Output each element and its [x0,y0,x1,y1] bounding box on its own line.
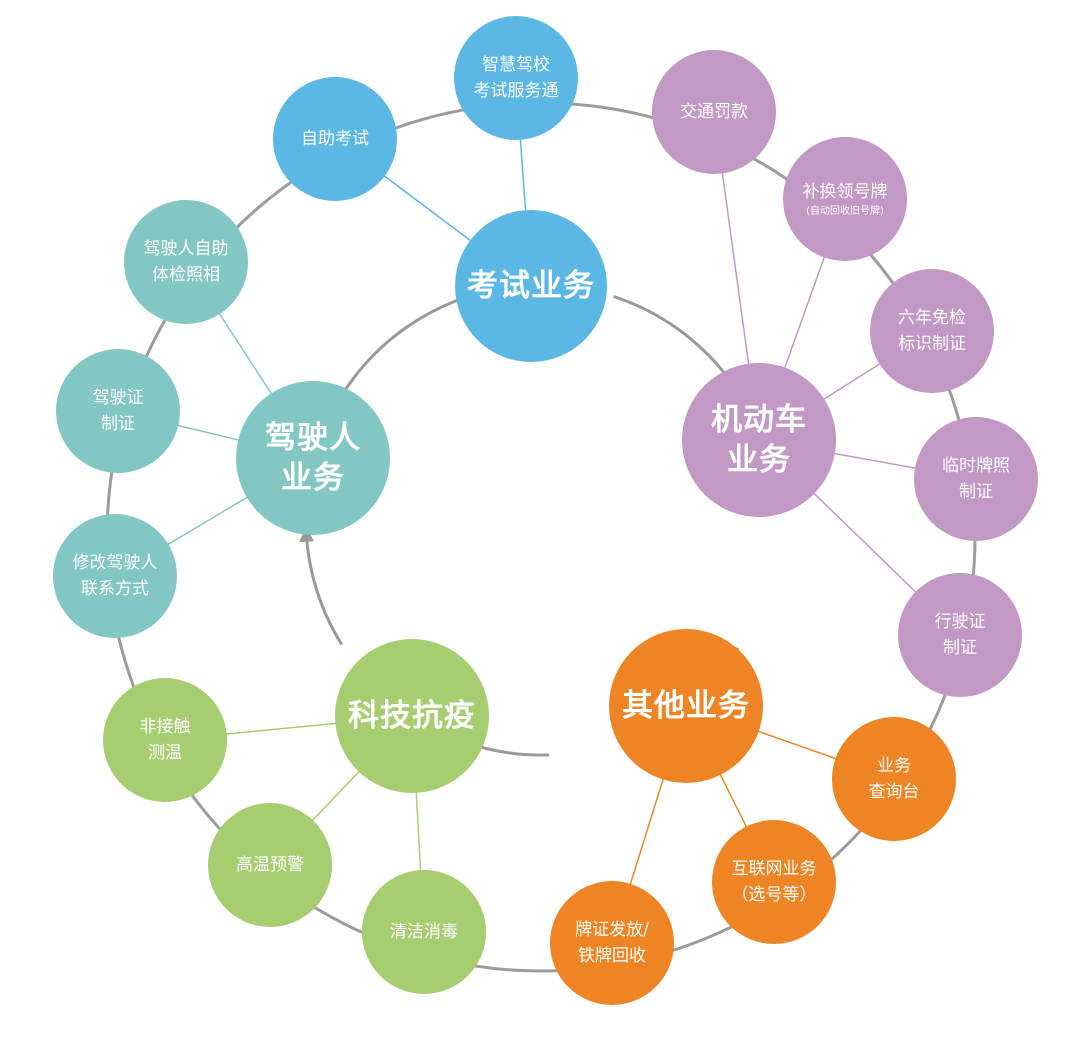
leaf-modify-driver-contact: 修改驾驶人 联系方式 [53,514,177,638]
leaf-self-service-photo: 驾驶人自助 体检照相 [124,200,248,324]
leaf-label: 行驶证 [934,612,986,632]
hub-driver-label-1: 驾驶人 [265,420,361,456]
hub-exam-business: 考试业务 [455,210,607,362]
leaf-label: 智慧驾校 [482,55,550,75]
leaf-label: 考试服务通 [473,81,559,101]
leaf-label: 交通罚款 [680,102,748,122]
leaf-vehicle-license: 行驶证 制证 [898,573,1022,697]
hub-other-label-1: 其他业务 [622,688,750,724]
leaf-label: 业务 [877,756,911,776]
leaf-label: 牌证发放/ [575,920,649,940]
leaf-label: 非接触 [139,717,191,737]
leaf-label: 补换领号牌 [802,182,888,202]
leaf-internet-business: 互联网业务 （选号等） [712,820,836,944]
leaf-label: 制证 [959,482,993,502]
leaf-label: 铁牌回收 [578,946,646,966]
leaf-driver-license-making: 驾驶证 制证 [56,349,180,473]
leaf-label: 驾驶人自助 [143,239,229,259]
leaf-label: 标识制证 [898,334,966,354]
leaf-temporary-plate: 临时牌照 制证 [914,417,1038,541]
hub-exam-label-1: 考试业务 [467,268,595,304]
leaf-label: 修改驾驶人 [72,553,158,573]
leaf-label: 自助考试 [301,129,369,149]
leaf-label: 制证 [101,414,135,434]
leaf-label: 测温 [148,743,182,763]
hub-other-business: 其他业务 [609,629,763,783]
leaf-label: 联系方式 [81,579,149,599]
leaf-label: 互联网业务 [731,859,817,879]
hub-vehicle-label-2: 业务 [727,442,791,478]
leaf-self-exam: 自助考试 [273,77,397,201]
leaf-cleaning-disinfection: 清洁消毒 [362,870,486,994]
leaf-note: (自动回收旧号牌) [806,206,884,217]
leaf-label: 体检照相 [152,265,220,285]
cycle-arrow-4 [299,526,343,646]
leaf-traffic-fine: 交通罚款 [652,50,776,174]
hub-vehicle-business: 机动车 业务 [682,363,836,517]
leaf-label: 驾驶证 [92,388,144,408]
leaf-plate-issue-recycle: 牌证发放/ 铁牌回收 [550,881,674,1005]
leaf-label: 清洁消毒 [390,922,458,942]
hub-driver-business: 驾驶人 业务 [236,381,390,535]
leaf-high-temperature-alert: 高温预警 [208,803,332,927]
hub-tech-anti-epidemic: 科技抗疫 [335,639,489,793]
hub-vehicle-label-1: 机动车 [711,402,807,438]
leaf-smart-driving-school: 智慧驾校 考试服务通 [454,16,578,140]
hub-driver-label-2: 业务 [281,460,345,496]
leaf-business-query-terminal: 业务 查询台 [832,717,956,841]
leaf-label: 查询台 [868,782,920,802]
leaf-label: 临时牌照 [942,456,1010,476]
hub-tech-label-1: 科技抗疫 [348,698,476,734]
leaf-label: 高温预警 [236,855,304,875]
leaf-label: 制证 [943,638,977,658]
leaf-contactless-temperature: 非接触 测温 [103,678,227,802]
leaf-plate-replacement: 补换领号牌 (自动回收旧号牌) [783,137,907,261]
leaf-label: 六年免检 [898,308,966,328]
leaf-six-year-exempt: 六年免检 标识制证 [870,269,994,393]
leaf-label: （选号等） [731,885,817,905]
